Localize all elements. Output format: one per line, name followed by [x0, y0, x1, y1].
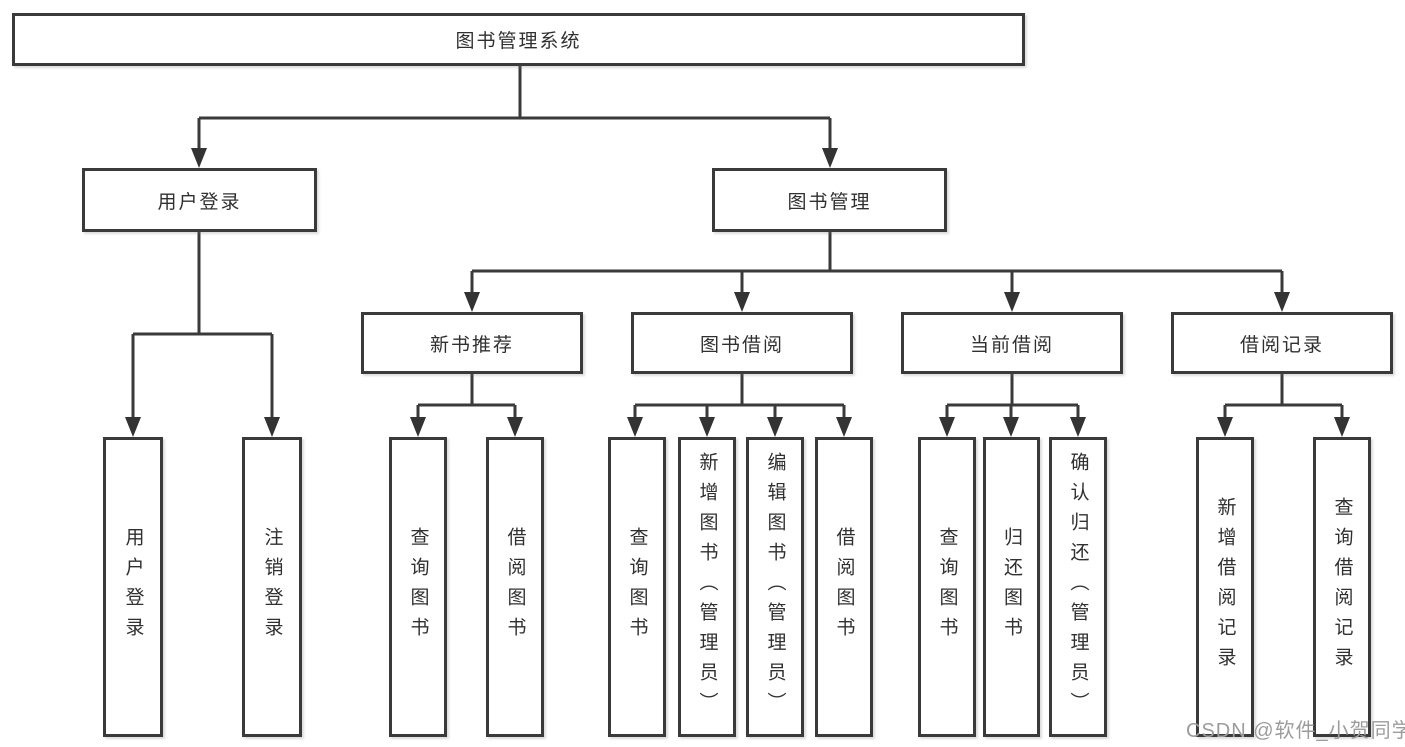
- node-user-login: 用户登录: [82, 168, 317, 232]
- node-new-book-recommendation: 新书推荐: [361, 312, 583, 374]
- leaf-borrowing-borrow-books: 借阅图书: [815, 437, 873, 737]
- leaf-recommend-query-books: 查询图书: [389, 437, 447, 737]
- node-library-management-system: 图书管理系统: [12, 13, 1025, 66]
- connector-root-to-level2: [191, 66, 838, 168]
- connector-current-borrowing-to-leaves: [939, 374, 1086, 437]
- leaf-recommend-borrow-books: 借阅图书: [486, 437, 544, 737]
- node-borrowing-records: 借阅记录: [1171, 312, 1393, 374]
- connector-user-login-to-leaves: [125, 232, 280, 437]
- connector-book-borrowing-to-leaves: [627, 374, 852, 437]
- connector-new-book-recommendation-to-leaves: [410, 374, 523, 437]
- leaf-borrowing-query-books: 查询图书: [608, 437, 666, 737]
- leaf-borrowing-edit-books-admin: 编辑图书（管理员）: [746, 437, 804, 737]
- connector-book-management-to-level3: [464, 232, 1290, 312]
- node-book-management: 图书管理: [712, 168, 947, 232]
- leaf-current-query-books: 查询图书: [918, 437, 976, 737]
- leaf-current-confirm-return-admin: 确认归还（管理员）: [1049, 437, 1107, 737]
- leaf-records-add-borrow-record: 新增借阅记录: [1196, 437, 1254, 737]
- leaf-records-query-borrow-record: 查询借阅记录: [1313, 437, 1371, 737]
- connector-borrowing-records-to-leaves: [1217, 374, 1350, 437]
- node-book-borrowing: 图书借阅: [631, 312, 853, 374]
- leaf-logout-login: 注销登录: [242, 437, 302, 737]
- leaf-borrowing-add-books-admin: 新增图书（管理员）: [678, 437, 736, 737]
- leaf-user-login: 用户登录: [103, 437, 163, 737]
- leaf-current-return-books: 归还图书: [983, 437, 1040, 737]
- csdn-watermark: CSDN @软件_小贺同学: [1186, 720, 1405, 742]
- node-current-borrowing: 当前借阅: [901, 312, 1123, 374]
